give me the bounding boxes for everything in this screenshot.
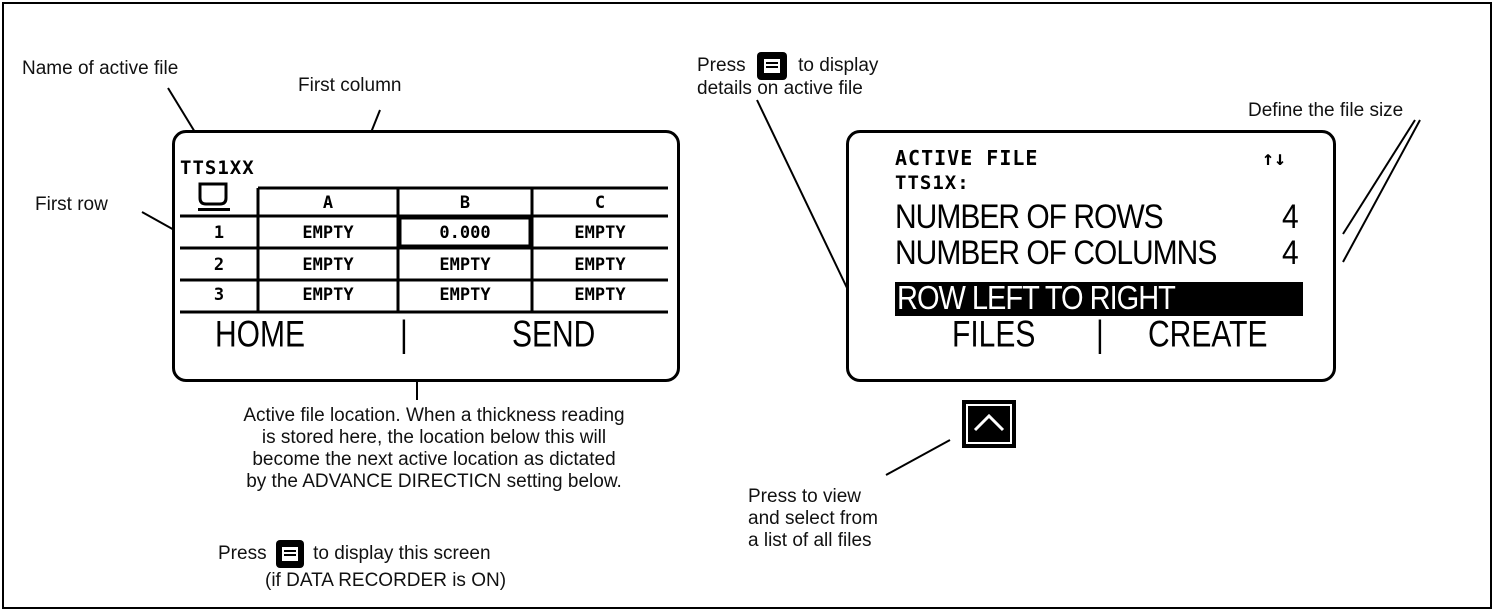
caption-active-location: Active file location. When a thickness r… <box>134 405 734 493</box>
softkey-send[interactable]: SEND <box>512 314 596 356</box>
caption-press-details-a: Press <box>697 55 746 77</box>
rows-label: NUMBER OF ROWS <box>895 198 1164 236</box>
caption-active-location-4: by the ADVANCE DIRECTICN setting below. <box>246 471 622 492</box>
caption-press-view-2: and select from <box>748 508 878 529</box>
columns-label: NUMBER OF COLUMNS <box>895 234 1217 272</box>
row-label-3: 3 <box>213 285 225 305</box>
caption-press-details-c: details on active file <box>697 78 863 99</box>
leader-define-size-1 <box>1342 119 1416 235</box>
caption-press-details-line1: Press to display <box>697 52 878 80</box>
menu-lines-icon[interactable] <box>756 52 787 80</box>
chevron-up-icon <box>973 413 1005 432</box>
leader-define-size-2 <box>1342 119 1421 263</box>
caption-press-view-3: a list of all files <box>748 530 872 551</box>
caption-first-row: First row <box>35 194 108 215</box>
caption-active-location-1: Active file location. When a thickness r… <box>243 405 625 426</box>
table-cell[interactable]: EMPTY <box>574 223 626 243</box>
caption-press-view-files: Press to view and select from a list of … <box>748 486 878 552</box>
row-label-2: 2 <box>213 255 225 275</box>
caption-define-file-size: Define the file size <box>1248 100 1404 121</box>
table-cell[interactable]: EMPTY <box>439 285 491 305</box>
left-table-grid <box>180 186 668 314</box>
left-file-name: TTS1XX <box>180 157 255 179</box>
softkey-files[interactable]: FILES <box>952 314 1036 356</box>
caption-press-display-b: to display this screen <box>313 543 491 565</box>
table-cell[interactable]: EMPTY <box>302 255 354 275</box>
softkey-separator-right: | <box>1096 314 1104 356</box>
caption-press-details-b: to display <box>798 55 879 77</box>
column-header-c: C <box>594 193 606 213</box>
menu-lines-icon[interactable] <box>275 540 304 568</box>
table-cell[interactable]: EMPTY <box>302 223 354 243</box>
softkey-separator: | <box>400 314 408 356</box>
up-key-button[interactable] <box>962 400 1016 448</box>
column-header-b: B <box>459 193 471 213</box>
table-cell[interactable]: EMPTY <box>574 285 626 305</box>
softkey-create[interactable]: CREATE <box>1148 314 1268 356</box>
columns-value[interactable]: 4 <box>1282 234 1299 272</box>
active-location-cell[interactable]: 0.000 <box>439 223 491 243</box>
rows-value[interactable]: 4 <box>1282 198 1299 236</box>
file-icon <box>198 182 230 211</box>
column-header-a: A <box>322 193 334 213</box>
scroll-arrows-icon: ↑↓ <box>1262 146 1287 170</box>
table-cell[interactable]: EMPTY <box>302 285 354 305</box>
right-screen-title: ACTIVE FILE <box>895 146 1039 170</box>
right-lcd-screen <box>846 130 1336 382</box>
table-cell[interactable]: EMPTY <box>439 255 491 275</box>
caption-press-display-a: Press <box>218 543 267 565</box>
caption-first-column: First column <box>298 75 402 96</box>
softkey-home[interactable]: HOME <box>215 314 305 356</box>
advance-direction-label: ROW LEFT TO RIGHT <box>897 280 1176 317</box>
row-label-1: 1 <box>213 223 225 243</box>
caption-press-display-screen: Press to display this screen <box>218 540 491 568</box>
caption-active-location-2: is stored here, the location below this … <box>261 427 607 448</box>
advance-direction-highlight[interactable]: ROW LEFT TO RIGHT <box>895 280 1303 317</box>
caption-press-display-c: (if DATA RECORDER is ON) <box>265 570 507 591</box>
caption-active-location-3: become the next active location as dicta… <box>252 449 616 470</box>
leader-press-view <box>885 439 951 476</box>
caption-active-file-name: Name of active file <box>22 58 179 79</box>
right-file-name: TTS1X: <box>895 172 970 194</box>
leader-press-details <box>756 99 849 291</box>
table-cell[interactable]: EMPTY <box>574 255 626 275</box>
caption-press-view-1: Press to view <box>748 486 861 507</box>
